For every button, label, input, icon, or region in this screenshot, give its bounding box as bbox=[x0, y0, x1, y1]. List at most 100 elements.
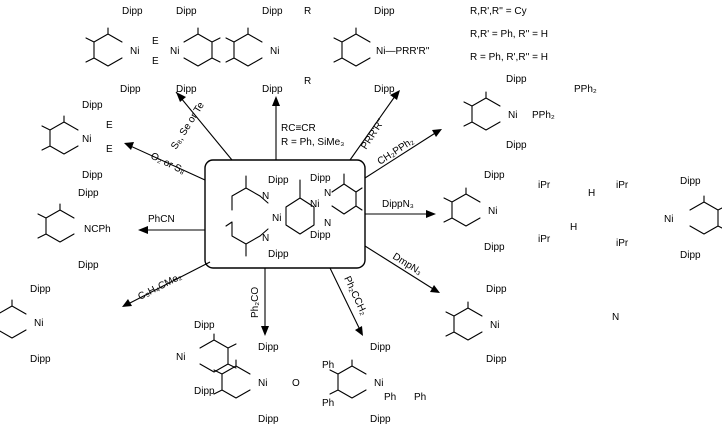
pr2-ipr-1: iPr bbox=[538, 180, 551, 191]
label-alkyne-2: R = Ph, SiMe₃ bbox=[281, 137, 344, 148]
ring-pr1 bbox=[463, 91, 501, 131]
arrow-dmpn3 bbox=[364, 245, 439, 293]
ptm-dipp-2: Dipp bbox=[262, 84, 283, 95]
product-bottom-mid: Dipp Dipp Ni O Ph Ph bbox=[258, 342, 334, 425]
arrowhead-ph2co bbox=[261, 326, 269, 336]
center-ni-1: Ni bbox=[272, 213, 281, 224]
pr2-dipp-4: Dipp bbox=[680, 250, 701, 261]
pl3-dipp-1: Dipp bbox=[30, 284, 51, 295]
pr3-dipp-1: Dipp bbox=[486, 284, 507, 295]
ptl-dipp-3: Dipp bbox=[120, 84, 141, 95]
pl1-dipp-2: Dipp bbox=[82, 170, 103, 181]
pr2-ipr-3: iPr bbox=[616, 180, 629, 191]
arrowhead-phcn bbox=[138, 226, 148, 234]
pbm-o: O bbox=[292, 378, 300, 389]
product-right-2: Dipp Dipp Dipp Dipp Ni Ni iPr iPr iPr iP… bbox=[484, 170, 701, 261]
pbm-dipp-1: Dipp bbox=[258, 342, 279, 353]
pl2-dipp-1: Dipp bbox=[78, 188, 99, 199]
label-se-te: S₈, Se or Te bbox=[169, 100, 207, 152]
label-ph2co: Ph₂CO bbox=[250, 287, 261, 318]
pbm2-ph-2: Ph bbox=[414, 392, 426, 403]
ring-pbm2 bbox=[329, 359, 367, 399]
arrow-c5h4 bbox=[123, 261, 211, 307]
arrow-o2-s8 bbox=[125, 143, 206, 181]
conditions-line-1: R,R',R'' = Cy bbox=[470, 6, 527, 17]
ring-pr3 bbox=[445, 301, 483, 341]
center-dipp-1: Dipp bbox=[268, 175, 289, 186]
product-top-mid: Dipp Dipp Ni R R bbox=[262, 6, 311, 95]
ring-pl3-left bbox=[0, 299, 27, 339]
ptr-dipp-1: Dipp bbox=[374, 6, 395, 17]
product-bottom-mid-2: Dipp Dipp Ni Ph Ph bbox=[370, 342, 426, 425]
pl3-ni-2: Ni bbox=[176, 352, 185, 363]
conditions-line-3: R = Ph, R',R'' = H bbox=[470, 52, 548, 63]
center-dipp-4: Dipp bbox=[310, 230, 331, 241]
pbm-ph-1: Ph bbox=[322, 360, 334, 371]
arrowhead-dippn3 bbox=[426, 210, 436, 218]
arrow-se-te bbox=[175, 91, 233, 161]
pr3-ni: Ni bbox=[490, 320, 499, 331]
pbm2-dipp-2: Dipp bbox=[370, 414, 391, 425]
ring-pl1 bbox=[41, 115, 79, 155]
ptl-dipp-2: Dipp bbox=[176, 6, 197, 17]
ptl-e-2: E bbox=[152, 56, 159, 67]
pbm-dipp-2: Dipp bbox=[258, 414, 279, 425]
pr2-dipp-1: Dipp bbox=[484, 170, 505, 181]
pr2-ni-1: Ni bbox=[488, 206, 497, 217]
pl1-ni: Ni bbox=[82, 134, 91, 145]
ptl-ni-2: Ni bbox=[170, 46, 179, 57]
pr2-dipp-3: Dipp bbox=[680, 176, 701, 187]
arrowhead-dmpn3 bbox=[430, 285, 440, 293]
center-n-1: N bbox=[262, 191, 269, 202]
pl1-e-2: E bbox=[106, 144, 113, 155]
center-ni-2: Ni bbox=[310, 199, 319, 210]
pr2-ipr-4: iPr bbox=[616, 238, 629, 249]
pr2-h-2: H bbox=[570, 222, 577, 233]
ptm-r-1: R bbox=[304, 6, 311, 17]
pl2-ncph: NCPh bbox=[84, 224, 111, 235]
pr1-ni: Ni bbox=[508, 110, 517, 121]
pl1-dipp-1: Dipp bbox=[82, 100, 103, 111]
pbm-ni: Ni bbox=[258, 378, 267, 389]
center-n-3: N bbox=[324, 188, 331, 199]
pl3-dipp-4: Dipp bbox=[194, 386, 215, 397]
conditions-line-2: R,R' = Ph, R'' = H bbox=[470, 29, 548, 40]
ring-pbm bbox=[213, 359, 251, 399]
product-left-2: Dipp Dipp NCPh bbox=[78, 188, 111, 271]
pl2-dipp-2: Dipp bbox=[78, 260, 99, 271]
label-dippn3: DippN₃ bbox=[382, 199, 414, 210]
label-phcn: PhCN bbox=[148, 214, 175, 225]
ptl-dipp-1: Dipp bbox=[122, 6, 143, 17]
pr2-ni-2: Ni bbox=[664, 214, 673, 225]
product-left-1: Dipp Dipp Ni E E bbox=[82, 100, 113, 181]
center-n-4: N bbox=[324, 218, 331, 229]
arrowhead-ph2cch2 bbox=[355, 326, 363, 336]
ring-ptl-right bbox=[183, 27, 221, 67]
pr2-ipr-2: iPr bbox=[538, 234, 551, 245]
ptl-dipp-4: Dipp bbox=[176, 84, 197, 95]
pr1-pph2-2: PPh₂ bbox=[532, 110, 555, 121]
arrowhead-se-te bbox=[176, 92, 186, 102]
central-complex: N N Ni Dipp Dipp Ni N N Dipp Dipp bbox=[225, 173, 363, 260]
label-c5h4: C₅H₄CMe₂ bbox=[136, 271, 183, 302]
label-o2-s8: O₂ or S₈ bbox=[149, 151, 187, 177]
ptl-e-1: E bbox=[152, 36, 159, 47]
ptr-dipp-2: Dipp bbox=[374, 84, 395, 95]
center-dipp-2: Dipp bbox=[268, 249, 289, 260]
label-ch2pph2: CH₂PPh₂ bbox=[376, 136, 417, 168]
arrow-phosphine bbox=[349, 91, 399, 161]
ring-ptl-left bbox=[85, 27, 123, 67]
ring-pr2-left bbox=[443, 187, 481, 227]
pbm-ph-2: Ph bbox=[322, 398, 334, 409]
pl3-dipp-3: Dipp bbox=[194, 320, 215, 331]
ptl-ni-1: Ni bbox=[130, 46, 139, 57]
product-right-3: Dipp Dipp Ni N bbox=[486, 284, 619, 365]
center-n-2: N bbox=[262, 233, 269, 244]
pr1-dipp-2: Dipp bbox=[506, 140, 527, 151]
ptm-r-2: R bbox=[304, 76, 311, 87]
label-dmpn3: DmpN₃ bbox=[390, 251, 423, 278]
product-top-left: Dipp Dipp Dipp Dipp Ni Ni E E bbox=[120, 6, 197, 95]
pl1-e-1: E bbox=[106, 120, 113, 131]
